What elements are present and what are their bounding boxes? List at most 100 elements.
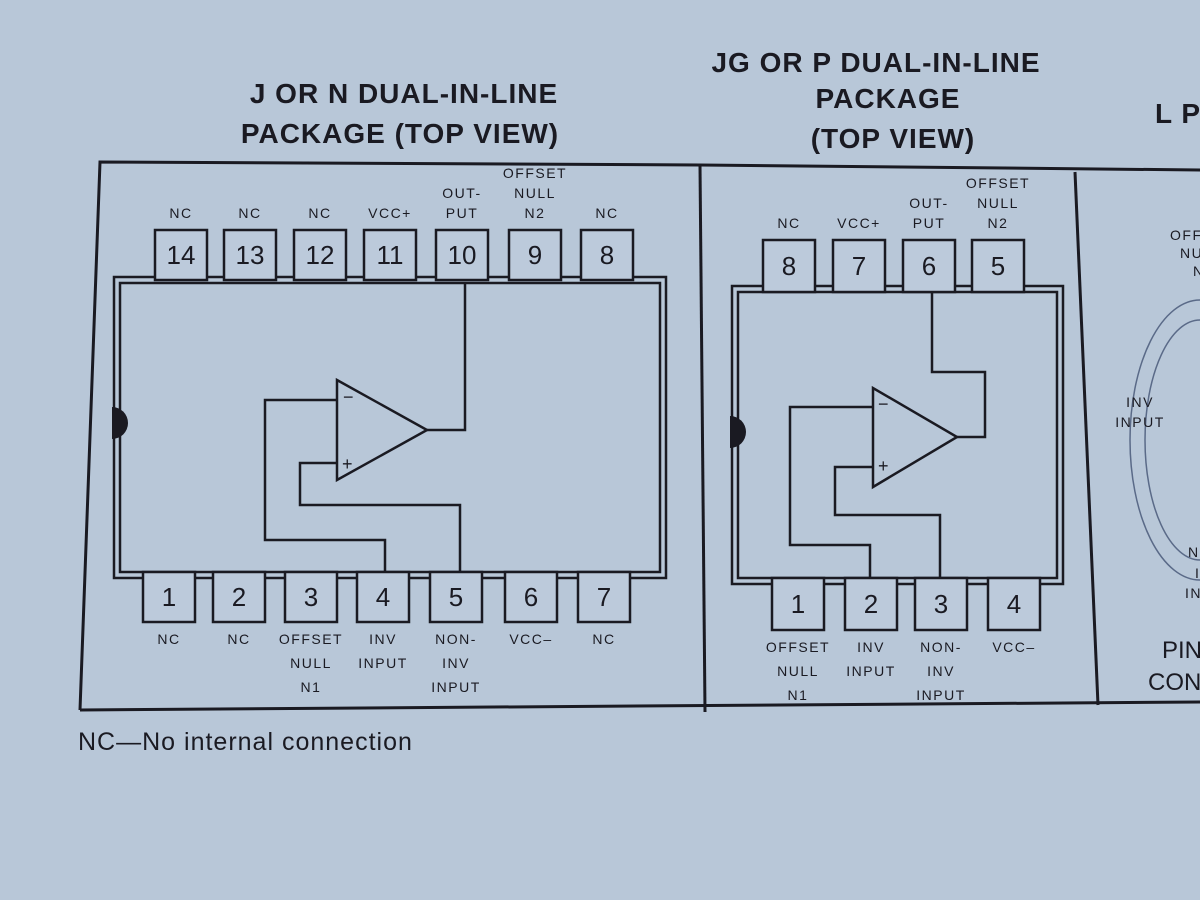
pin-number-10: 10 [448,240,477,270]
pin-6 [503,570,559,624]
pin-number-14: 14 [167,240,196,270]
pin-5-label: N2 [988,215,1009,231]
pin-number-8: 8 [782,251,796,281]
pin-number-7: 7 [852,251,866,281]
third-left-label-0: INV [1126,394,1154,410]
pin-6-label: OUT- [909,195,948,211]
pin-number-6: 6 [524,582,538,612]
pin-7 [576,570,632,624]
pin-1-label: N1 [788,687,809,703]
pin-8 [579,228,635,282]
pin-number-4: 4 [376,582,390,612]
pin-3 [913,576,969,632]
pin-8-label: NC [595,205,618,221]
pin-6-label: VCC– [509,631,552,647]
right-title-line2: PACKAGE [816,83,961,114]
right-opamp-wiring [788,292,987,578]
pin-5 [428,570,484,624]
pin-1-label: NC [157,631,180,647]
pin-3-label: NON- [920,639,962,655]
pin-number-13: 13 [236,240,265,270]
pin-number-12: 12 [306,240,335,270]
pin-3-label: INV [927,663,955,679]
pin-10-label: OUT- [442,185,481,201]
right-opamp-minus: − [878,394,889,414]
pin-2-label: NC [227,631,250,647]
pin-7-label: NC [592,631,615,647]
package-body [736,290,1059,580]
third-top-label-1: NU [1180,245,1200,261]
third-title: L P [1155,98,1200,129]
left-title-line2: PACKAGE (TOP VIEW) [241,118,559,149]
pin-10 [434,228,490,282]
pin-2-label: INV [857,639,885,655]
left-package: 14NC13NC12NC11VCC+10OUT-PUT9OFFSETNULLN2… [112,165,668,695]
pin1-notch [112,407,128,439]
third-bottom-label-0: N [1188,544,1200,560]
third-left-label-1: INPUT [1115,414,1165,430]
right-opamp-triangle [871,385,960,490]
pin-9-label: NULL [514,185,556,201]
pin-number-6: 6 [922,251,936,281]
pin-4-label: INPUT [358,655,408,671]
pin-7-label: VCC+ [837,215,881,231]
pin-4 [355,570,411,624]
pin-2-label: INPUT [846,663,896,679]
left-title-line1: J OR N DUAL-IN-LINE [250,78,558,109]
pin1-notch [730,416,746,448]
pin-2 [843,576,899,632]
pin-number-3: 3 [934,589,948,619]
pin-number-11: 11 [377,240,404,270]
pin-5-label: OFFSET [966,175,1030,191]
pin-number-4: 4 [1007,589,1021,619]
pin-1-label: OFFSET [766,639,830,655]
third-top-label-0: OFF [1170,227,1200,243]
pin-4 [986,576,1042,632]
frames [78,160,1200,713]
pin-number-9: 9 [528,240,542,270]
pin-number-3: 3 [304,582,318,612]
right-title-line3: (TOP VIEW) [811,123,976,154]
pin-3-label: INPUT [916,687,966,703]
pin-6-label: PUT [913,215,946,231]
right-title-line1: JG OR P DUAL-IN-LINE [711,47,1040,78]
third-caption-0: PIN [1162,637,1200,664]
third-package: OFF NU N INV INPUT N I IN PIN CON [1115,227,1200,696]
right-opamp-plus: + [878,456,889,476]
pin-6 [901,238,957,294]
package-body [118,281,662,574]
pin-number-2: 2 [864,589,878,619]
pin-number-2: 2 [232,582,246,612]
pin-number-1: 1 [791,589,805,619]
pin-number-1: 1 [162,582,176,612]
left-opamp-plus: + [342,454,353,474]
pin-7 [831,238,887,294]
pin-3-label: N1 [301,679,322,695]
pin-11 [362,228,418,282]
pin-9-label: OFFSET [503,165,567,181]
pin-14-label: NC [169,205,192,221]
pin-5 [970,238,1026,294]
pin-number-7: 7 [597,582,611,612]
third-bottom-label-2: IN [1185,585,1200,601]
right-package: 8NC7VCC+6OUT-PUT5OFFSETNULLN21OFFSETNULL… [730,175,1065,703]
pin-1 [770,576,826,632]
pin-9-label: N2 [525,205,546,221]
left-opamp-wiring [263,283,467,572]
pin-number-5: 5 [449,582,463,612]
pin-5-label: INV [442,655,470,671]
third-top-label-2: N [1193,263,1200,279]
pin-5-label: NON- [435,631,477,647]
pin-10-label: PUT [446,205,479,221]
package-outline [730,284,1065,586]
pin-3 [283,570,339,624]
pin-5-label: INPUT [431,679,481,695]
pin-5-label: NULL [977,195,1019,211]
pin-13-label: NC [238,205,261,221]
pin-number-8: 8 [600,240,614,270]
pin-13 [222,228,278,282]
left-opamp-minus: − [343,387,354,407]
pin-4-label: VCC– [992,639,1035,655]
pin-3-label: OFFSET [279,631,343,647]
pin-2 [211,570,267,624]
